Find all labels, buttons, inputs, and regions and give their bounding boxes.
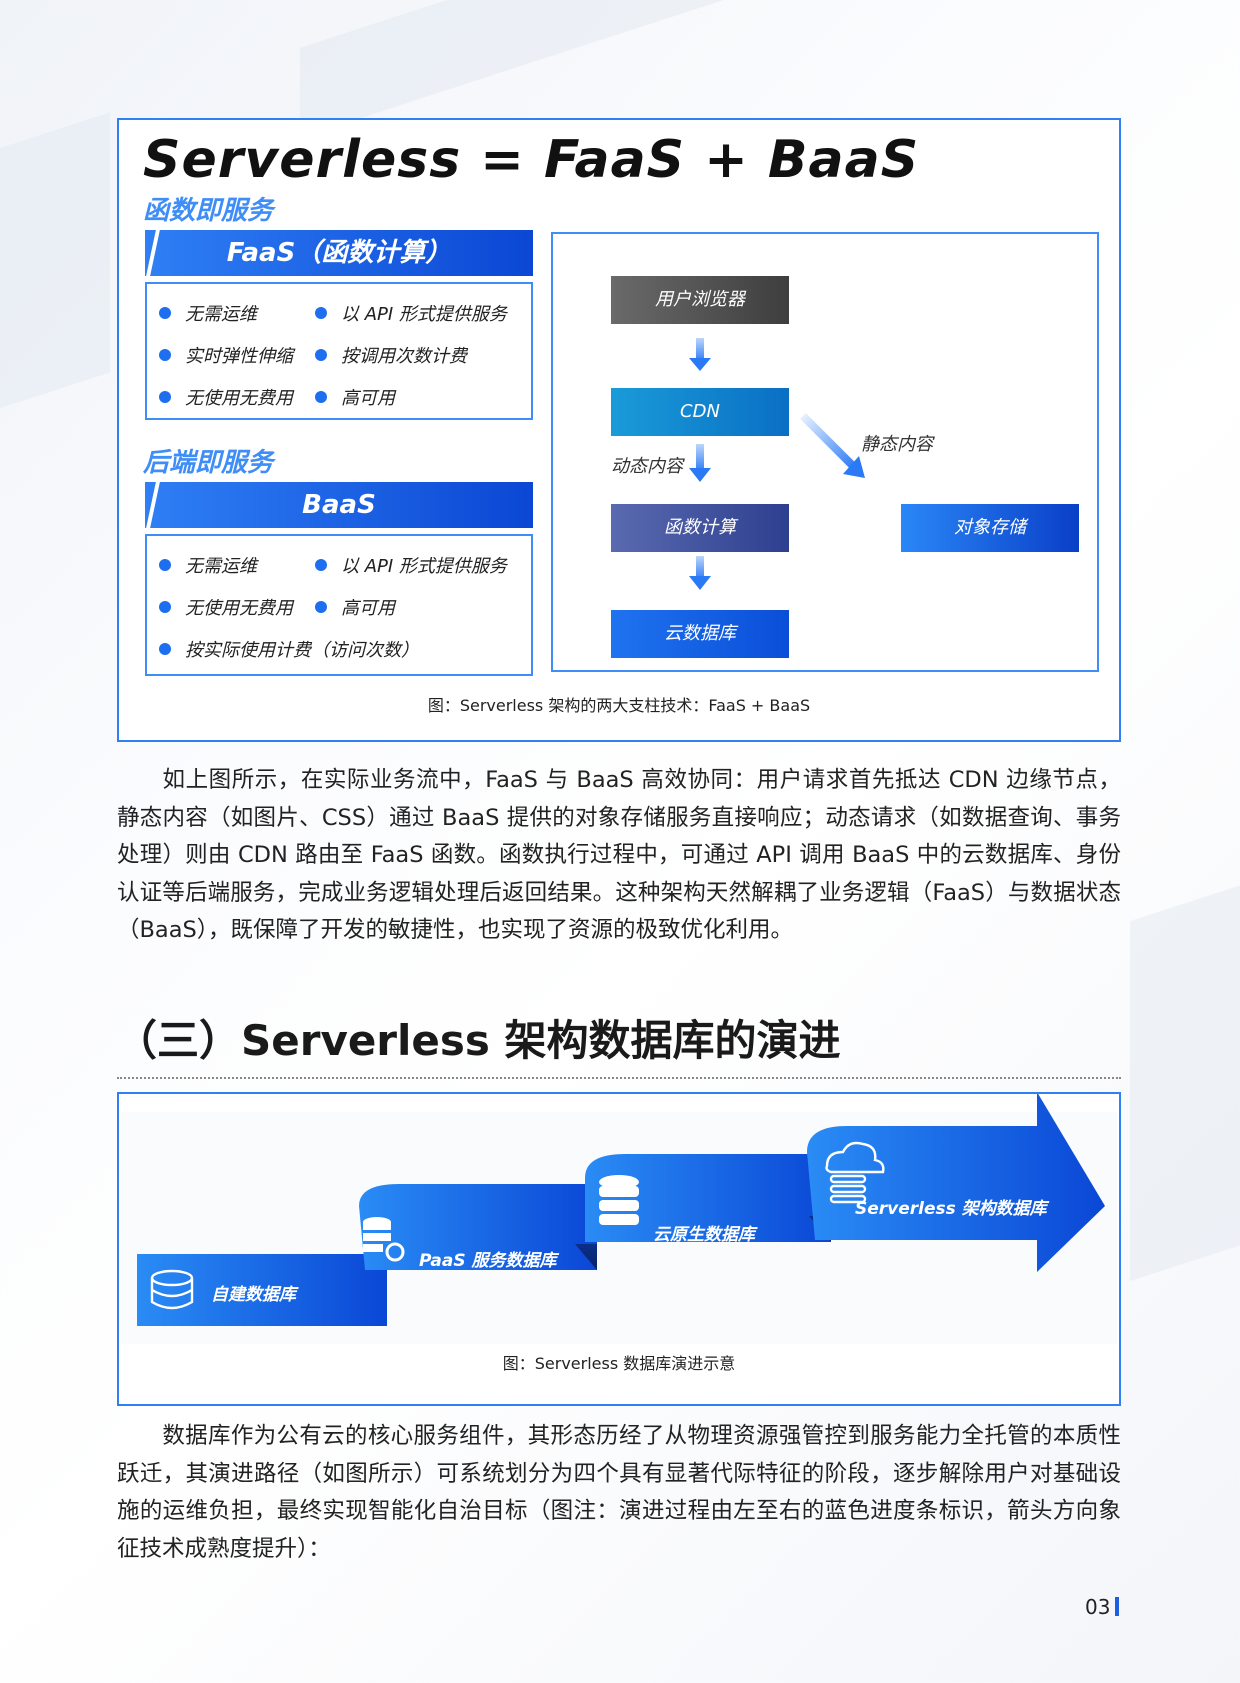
bullet-icon xyxy=(315,601,327,613)
figure-caption: 图：Serverless 架构的两大支柱技术：FaaS + BaaS xyxy=(427,696,811,715)
feature-item: 以 API 形式提供服务 xyxy=(315,552,507,578)
feature-item: 无需运维 xyxy=(159,300,257,326)
feature-item: 无使用无费用 xyxy=(159,384,293,410)
stage-label: 云原生数据库 xyxy=(653,1225,755,1245)
figure-database-evolution: 自建数据库 PaaS 服务数据库 云原生数据库 Serverless 架构数据库… xyxy=(117,1092,1121,1406)
baas-feature-box: 无需运维 以 API 形式提供服务 无使用无费用 高可用 按实际使用计费（访问次… xyxy=(145,534,533,676)
down-arrow-icon xyxy=(689,338,711,371)
bullet-icon xyxy=(315,391,327,403)
baas-banner: BaaS xyxy=(145,482,533,528)
background-shape xyxy=(1130,878,1240,1282)
feature-item: 按实际使用计费（访问次数） xyxy=(159,636,419,662)
stage-label: PaaS 服务数据库 xyxy=(419,1251,557,1271)
feature-item: 高可用 xyxy=(315,594,395,620)
static-content-label: 静态内容 xyxy=(861,434,933,455)
cloud-database-icon xyxy=(825,1141,885,1204)
node-cdn: CDN xyxy=(611,388,789,436)
evolution-staircase xyxy=(121,1094,1117,1344)
down-arrow-icon xyxy=(689,444,711,482)
bullet-icon xyxy=(315,559,327,571)
flow-arrows xyxy=(689,338,865,590)
figure-caption: 图：Serverless 数据库演进示意 xyxy=(502,1354,736,1373)
stage-bar xyxy=(585,1154,831,1242)
page-number-marker xyxy=(1115,1597,1119,1616)
feature-item: 无使用无费用 xyxy=(159,594,293,620)
figure-title: Serverless = FaaS + BaaS xyxy=(143,130,920,190)
node-database: 云数据库 xyxy=(611,610,789,658)
background-shape xyxy=(0,112,110,428)
bullet-icon xyxy=(159,601,171,613)
section-heading: （三）Serverless 架构数据库的演进 xyxy=(115,1016,841,1065)
node-object-storage: 对象存储 xyxy=(901,504,1079,552)
database-icon xyxy=(599,1175,639,1225)
faas-section-label: 函数即服务 xyxy=(143,196,274,226)
feature-item: 实时弹性伸缩 xyxy=(159,342,293,368)
node-function: 函数计算 xyxy=(611,504,789,552)
feature-item: 按调用次数计费 xyxy=(315,342,467,368)
database-gear-icon xyxy=(363,1217,405,1262)
faas-banner: FaaS（函数计算） xyxy=(145,230,533,276)
bullet-icon xyxy=(159,559,171,571)
bullet-icon xyxy=(315,349,327,361)
baas-section-label: 后端即服务 xyxy=(143,448,274,478)
stage-bar xyxy=(137,1254,387,1326)
request-flow-diagram: 用户浏览器 CDN 函数计算 云数据库 对象存储 动态内容 静态内容 xyxy=(551,232,1099,672)
bullet-icon xyxy=(159,391,171,403)
down-arrow-icon xyxy=(689,556,711,590)
stage-label: Serverless 架构数据库 xyxy=(855,1199,1047,1219)
bullet-icon xyxy=(159,643,171,655)
body-paragraph: 数据库作为公有云的核心服务组件，其形态历经了从物理资源强管控到服务能力全托管的本… xyxy=(117,1423,1121,1562)
bullet-icon xyxy=(159,349,171,361)
diagonal-arrow-icon xyxy=(800,413,865,478)
bullet-icon xyxy=(159,307,171,319)
bullet-icon xyxy=(315,307,327,319)
figure-serverless-pillars: Serverless = FaaS + BaaS 函数即服务 FaaS（函数计算… xyxy=(117,118,1121,742)
page-number: 03 xyxy=(1085,1595,1111,1619)
stage-bar xyxy=(359,1184,597,1270)
stage-label: 自建数据库 xyxy=(211,1285,296,1305)
node-browser: 用户浏览器 xyxy=(611,276,789,324)
faas-feature-box: 无需运维 以 API 形式提供服务 实时弹性伸缩 按调用次数计费 无使用无费用 … xyxy=(145,282,533,420)
feature-item: 高可用 xyxy=(315,384,395,410)
arrow-head-icon xyxy=(807,1094,1105,1272)
body-paragraph: 如上图所示，在实际业务流中，FaaS 与 BaaS 高效协同：用户请求首先抵达 … xyxy=(117,767,1121,943)
database-icon xyxy=(150,1269,194,1310)
dynamic-content-label: 动态内容 xyxy=(611,456,683,477)
feature-item: 无需运维 xyxy=(159,552,257,578)
feature-item: 以 API 形式提供服务 xyxy=(315,300,507,326)
dotted-divider xyxy=(117,1077,1121,1079)
